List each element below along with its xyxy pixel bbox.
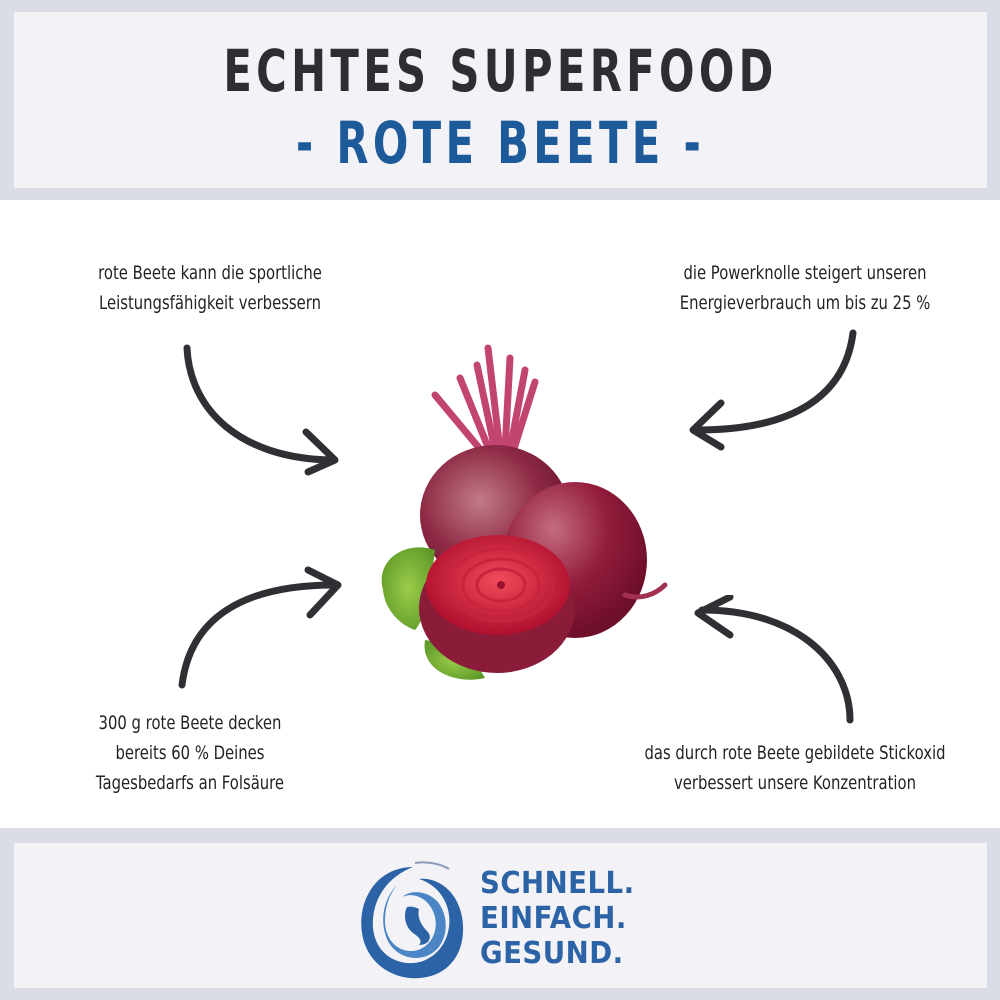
slogan-line: GESUND. xyxy=(480,936,624,971)
curved-arrow-icon xyxy=(178,566,342,689)
footer-band xyxy=(0,828,1000,1000)
fact-line: das durch rote Beete gebildete Stickoxid xyxy=(644,742,946,764)
fact-line: die Powerknolle steigert unseren xyxy=(683,262,927,284)
fact-bottom-left: 300 g rote Beete decken bereits 60 % Dei… xyxy=(42,708,338,798)
fact-line: Energieverbrauch um bis zu 25 % xyxy=(679,292,931,314)
beetroot-image xyxy=(381,344,668,680)
header-band: ECHTES SUPERFOOD - ROTE BEETE - xyxy=(0,0,1000,200)
fact-line: 300 g rote Beete decken xyxy=(98,712,282,734)
slogan-line: EINFACH. xyxy=(480,901,627,936)
curved-arrow-icon xyxy=(183,344,339,476)
footer-panel xyxy=(14,843,987,988)
page-subtitle: - ROTE BEETE - xyxy=(295,109,706,177)
fact-line: rote Beete kann die sportliche xyxy=(98,262,322,284)
swirl-face-logo-icon xyxy=(361,861,464,979)
fact-line: verbessert unsere Konzentration xyxy=(673,772,916,794)
fact-top-left: rote Beete kann die sportliche Leistungs… xyxy=(62,258,358,318)
curved-arrow-icon xyxy=(694,595,854,724)
fact-top-right: die Powerknolle steigert unseren Energie… xyxy=(645,258,965,318)
fact-bottom-right: das durch rote Beete gebildete Stickoxid… xyxy=(623,738,966,798)
fact-line: bereits 60 % Deines xyxy=(115,742,265,764)
header-panel: ECHTES SUPERFOOD - ROTE BEETE - xyxy=(14,12,987,188)
brand-slogan: SCHNELL. EINFACH. GESUND. xyxy=(480,866,635,971)
fact-line: Leistungsfähigkeit verbessern xyxy=(98,292,322,314)
curved-arrow-icon xyxy=(689,329,857,451)
page-title: ECHTES SUPERFOOD xyxy=(223,37,778,105)
fact-line: Tagesbedarfs an Folsäure xyxy=(95,772,285,794)
slogan-line: SCHNELL. xyxy=(480,866,635,901)
